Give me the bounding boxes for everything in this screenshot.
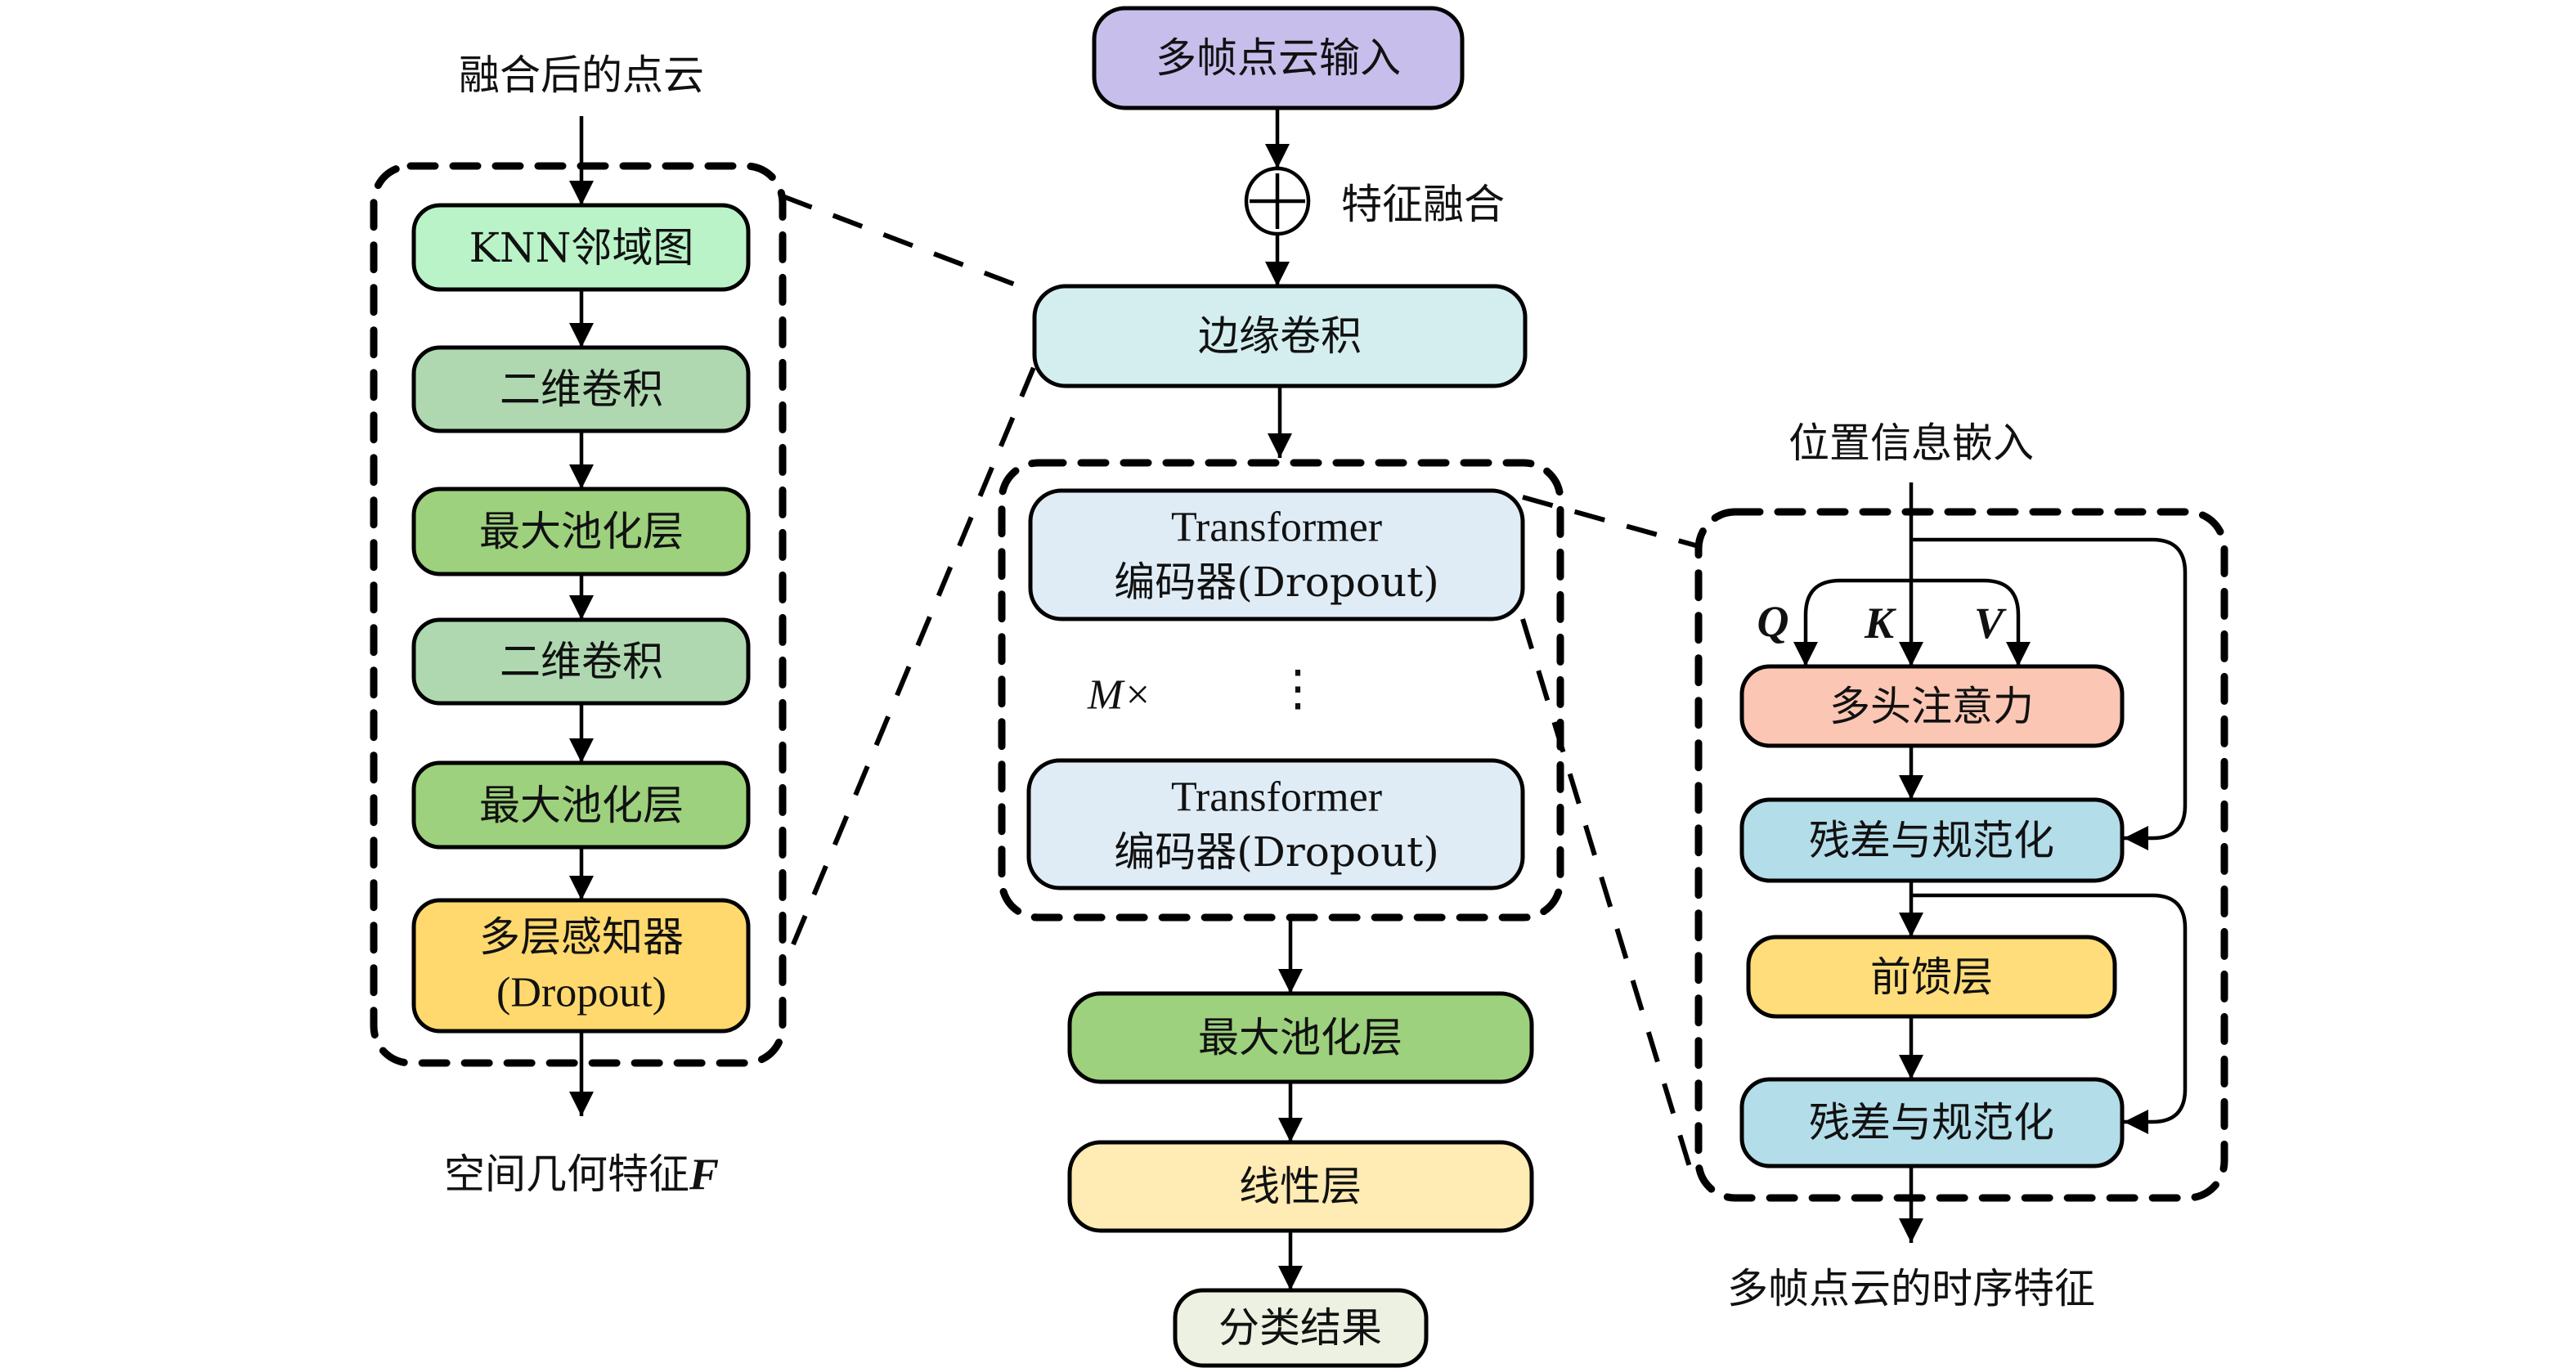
arrow-query [1793,578,1911,666]
connector-right-bottom [1520,618,1695,1178]
block-center-maxpool-label: 最大池化层 [1198,1014,1402,1061]
block-maxpool-2[interactable]: 最大池化层 [411,760,751,850]
block-conv2d-1[interactable]: 二维卷积 [411,345,751,433]
block-classification-result[interactable]: 分类结果 [1173,1288,1429,1368]
block-conv2d-1-label: 二维卷积 [500,366,663,413]
block-add-norm-1-label: 残差与规范化 [1809,817,2054,864]
feature-symbol-f: F [689,1150,719,1199]
block-mlp[interactable]: 多层感知器 (Dropout) [411,898,751,1034]
block-maxpool-2-label: 最大池化层 [479,782,684,829]
residual-path-1 [1911,537,2188,850]
query-symbol: Q [1757,597,1789,646]
block-knn-graph-label: KNN邻域图 [469,224,694,271]
block-add-norm-2-label: 残差与规范化 [1809,1099,2054,1146]
block-maxpool-1[interactable]: 最大池化层 [411,487,751,576]
block-transformer-2-title: Transformer [1171,774,1382,821]
zoom-connectors [781,194,1699,1178]
block-multi-frame-input-label: 多帧点云输入 [1156,34,1401,82]
block-knn-graph[interactable]: KNN邻域图 [411,203,751,292]
block-feed-forward[interactable]: 前馈层 [1746,935,2117,1019]
block-multi-head-attention[interactable]: 多头注意力 [1739,664,2125,748]
block-transformer-1-title: Transformer [1171,505,1382,551]
block-transformer-2[interactable]: Transformer 编码器(Dropout) [1026,758,1525,890]
block-mlp-label: 多层感知器 [479,913,684,961]
transformer-encoder-detail: 位置信息嵌入 Q K V 多头注意力 残差与规范化 前馈层 [1694,419,2228,1312]
block-mlp-dropout-label: (Dropout) [496,970,666,1016]
feature-fusion-node [1244,166,1311,236]
key-symbol: K [1864,599,1897,648]
block-transformer-2-subtitle: 编码器(Dropout) [1114,828,1439,876]
block-linear-label: 线性层 [1239,1163,1362,1210]
repeat-label: M× [1087,672,1151,719]
block-multi-frame-input[interactable]: 多帧点云输入 [1092,6,1465,110]
block-classification-result-label: 分类结果 [1218,1304,1382,1352]
spatial-feature-module: 融合后的点云 KNN邻域图 二维卷积 最大池化层 二维卷积 最大池化层 [370,52,787,1199]
left-output-caption: 空间几何特征F [444,1150,719,1199]
block-edge-conv-label: 边缘卷积 [1198,312,1362,360]
block-feed-forward-label: 前馈层 [1870,953,1993,1001]
block-conv2d-2-label: 二维卷积 [500,638,663,685]
block-add-norm-2[interactable]: 残差与规范化 [1739,1077,2125,1168]
fusion-label: 特征融合 [1341,181,1505,228]
temporal-feature-label: 多帧点云的时序特征 [1727,1265,2095,1312]
block-maxpool-1-label: 最大池化层 [479,508,684,555]
ellipsis-vertical: ⋮ [1273,660,1322,717]
transformer-dashed-group [998,459,1564,922]
left-output-label: 空间几何特征 [444,1150,689,1198]
value-symbol: V [1974,599,2007,648]
residual-path-2 [1911,893,2188,1134]
block-add-norm-1[interactable]: 残差与规范化 [1739,797,2125,883]
connector-right-top [1522,495,1699,549]
block-multi-head-attention-label: 多头注意力 [1829,683,2034,730]
left-input-label: 融合后的点云 [459,52,704,99]
block-center-maxpool[interactable]: 最大池化层 [1067,991,1534,1084]
position-embedding-label: 位置信息嵌入 [1788,419,2034,467]
block-edge-conv[interactable]: 边缘卷积 [1032,284,1528,388]
connector-left-top [781,194,1036,294]
block-linear[interactable]: 线性层 [1067,1140,1534,1233]
block-conv2d-2[interactable]: 二维卷积 [411,617,751,706]
encoder-dashed-group [1694,508,2228,1202]
block-transformer-1[interactable]: Transformer 编码器(Dropout) [1028,488,1525,621]
left-dashed-group [370,162,787,1067]
block-transformer-1-subtitle: 编码器(Dropout) [1114,558,1439,606]
arrow-value [1911,578,2031,666]
main-pipeline: 多帧点云输入 特征融合 边缘卷积 Transformer 编码器(Dropout… [998,6,1564,1368]
